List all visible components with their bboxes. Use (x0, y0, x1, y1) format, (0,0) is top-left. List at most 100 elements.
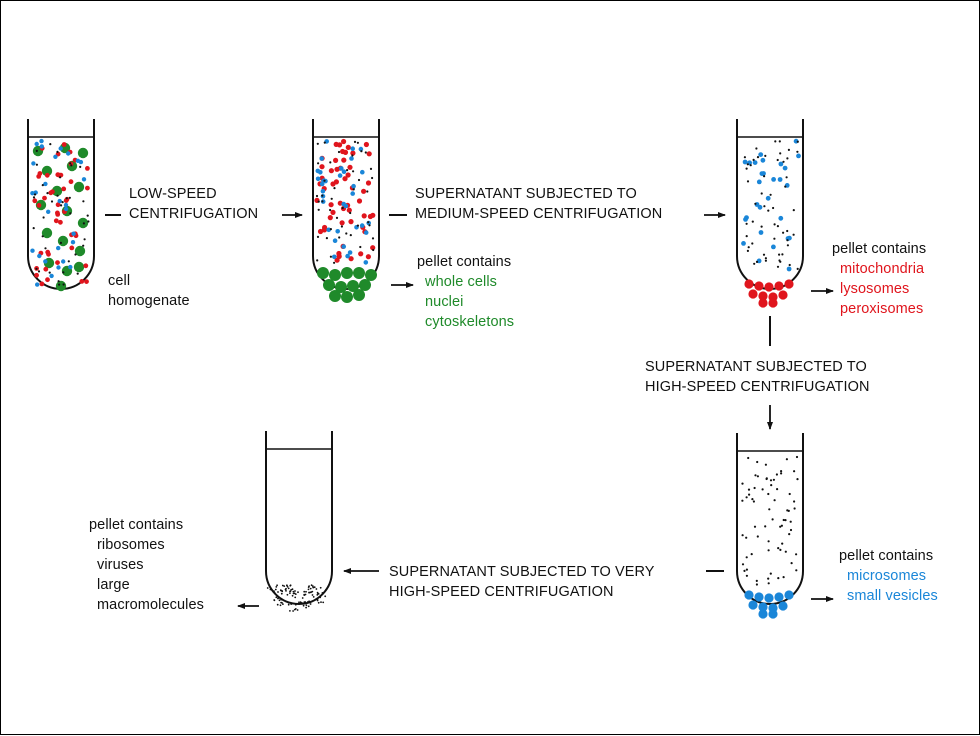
blue-particle (68, 264, 73, 270)
tube-very-high-speed (265, 431, 333, 605)
small-particle (289, 584, 292, 587)
small-particle (56, 150, 59, 153)
blue-particle (345, 253, 350, 259)
small-particle (65, 197, 68, 200)
green-pellet-particle (317, 267, 329, 279)
small-particle (79, 165, 82, 168)
red-particle (55, 210, 60, 216)
small-particle (44, 247, 47, 250)
small-particle (776, 488, 779, 491)
red-particle (55, 260, 60, 265)
blue-particle (43, 181, 48, 187)
small-particle (786, 157, 789, 160)
small-particle (360, 150, 363, 153)
step4-line1: SUPERNATANT SUBJECTED TO VERY (389, 564, 655, 580)
small-particle (773, 223, 776, 226)
red-particle (61, 142, 67, 147)
small-particle (787, 509, 790, 512)
pellet-medium-header: pellet contains (832, 241, 927, 257)
pellet-veryhigh-label: pellet contains ribosomes viruses large … (89, 515, 204, 615)
red-particle (69, 245, 75, 251)
small-particle (317, 208, 320, 211)
small-particle (746, 163, 749, 166)
small-particle (283, 585, 286, 587)
small-particle (793, 500, 796, 503)
pellet-medium-label: pellet contains mitochondria lysosomes p… (832, 239, 926, 319)
small-particle (756, 535, 759, 538)
small-particle (275, 586, 278, 588)
small-particle (746, 249, 750, 252)
small-particle (74, 253, 77, 256)
blue-particle (335, 229, 341, 234)
small-particle (753, 486, 756, 490)
small-particle (340, 225, 343, 228)
small-particle (745, 568, 749, 571)
red-particle (345, 172, 351, 178)
step3-line2: HIGH-SPEED CENTRIFUGATION (645, 379, 870, 395)
blue-particle (778, 215, 784, 221)
small-particle (796, 140, 799, 143)
small-particle (289, 610, 291, 612)
small-particle (286, 584, 288, 587)
blue-particle (332, 238, 338, 243)
small-particle (356, 224, 359, 227)
small-particle (50, 200, 54, 203)
pellet-high-header: pellet contains (839, 548, 934, 564)
red-particle (341, 138, 347, 145)
small-particle (279, 604, 282, 607)
small-particle (266, 587, 269, 589)
red-pellet-particle (754, 281, 764, 291)
small-particle (764, 257, 768, 260)
blue-pellet-particle (744, 590, 754, 600)
blue-pellet-particle (748, 600, 758, 610)
red-particle (370, 245, 376, 251)
small-particle (323, 179, 326, 182)
small-particle (779, 525, 782, 528)
small-particle (345, 232, 348, 235)
small-particle (745, 574, 749, 577)
blue-particle (318, 170, 323, 175)
small-particle (287, 603, 290, 606)
red-particle (48, 190, 54, 196)
red-particle (84, 279, 89, 284)
small-particle (280, 598, 283, 601)
small-particle (274, 588, 277, 591)
small-particle (289, 590, 292, 593)
small-particle (792, 209, 795, 212)
small-particle (782, 160, 785, 163)
small-particle (292, 610, 294, 612)
small-particle (773, 237, 776, 240)
red-particle (34, 272, 39, 278)
step4-line2: HIGH-SPEED CENTRIFUGATION (389, 584, 614, 600)
small-particle (320, 601, 322, 603)
blue-pellet-particle (758, 602, 768, 612)
green-pellet-particle (341, 267, 353, 279)
small-particle (782, 576, 785, 579)
small-particle (755, 579, 758, 583)
homogenate-line1: cell (108, 273, 131, 289)
red-particle (32, 198, 38, 204)
blue-particle (56, 245, 61, 251)
blue-pellet-particle (758, 609, 768, 619)
small-particle (278, 599, 281, 602)
small-particle (372, 248, 375, 252)
small-particle (782, 518, 785, 522)
small-particle (356, 141, 359, 144)
small-particle (776, 158, 779, 162)
small-particle (282, 603, 284, 605)
blue-particle (319, 156, 325, 161)
small-particle (769, 193, 772, 196)
small-particle (793, 507, 796, 510)
small-particle (767, 582, 770, 585)
small-particle (369, 167, 373, 170)
small-particle (779, 548, 782, 552)
red-particle (370, 212, 376, 218)
small-particle (294, 590, 296, 592)
small-particle (329, 228, 332, 231)
step2-line1: SUPERNATANT SUBJECTED TO (415, 186, 637, 202)
small-particle (761, 488, 764, 491)
red-particle (358, 251, 364, 257)
small-particle (764, 463, 768, 466)
small-particle (310, 591, 312, 594)
